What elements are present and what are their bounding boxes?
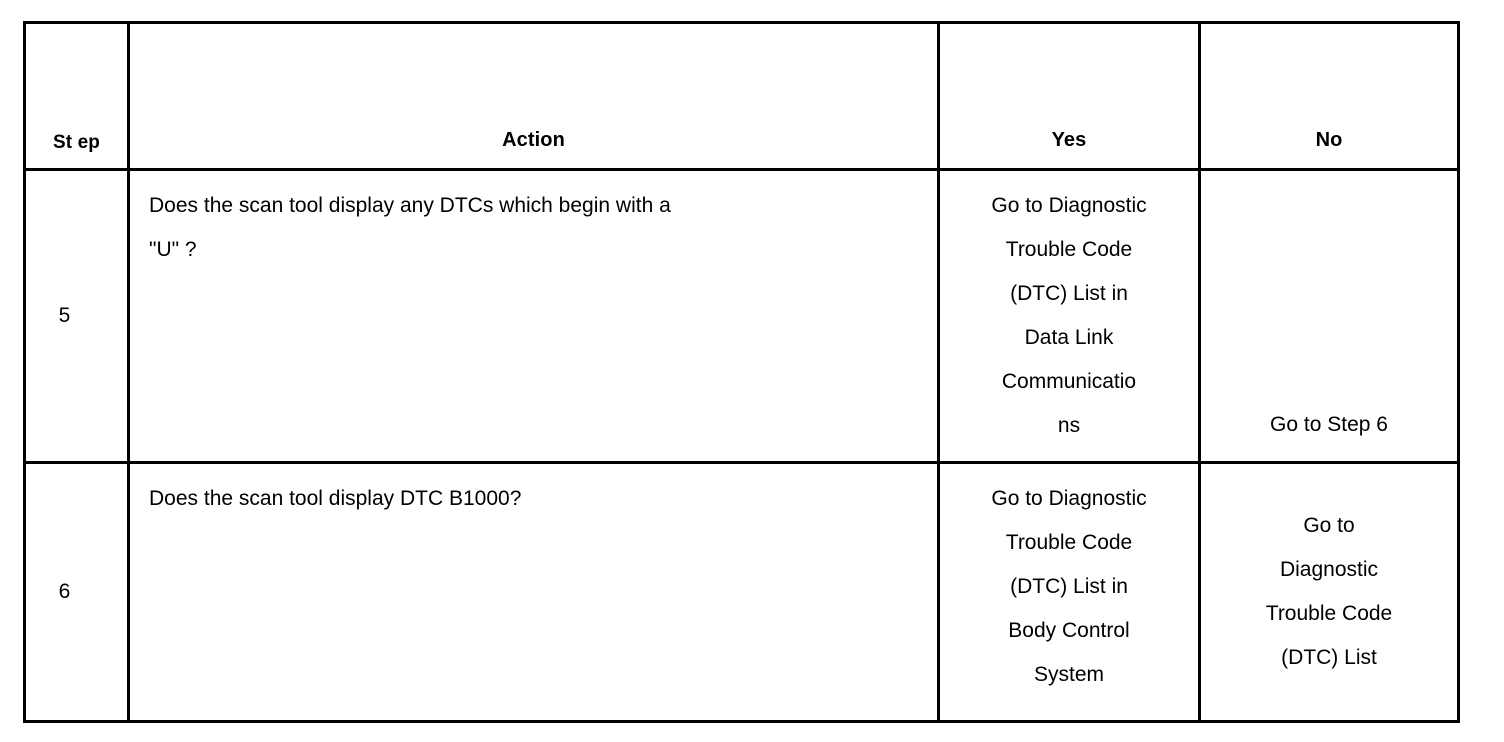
column-header-action: Action — [502, 129, 565, 151]
diagnostic-step-table: St ep Action Yes No — [23, 21, 1460, 723]
yes-result-text: Go to Diagnostic Trouble Code (DTC) List… — [991, 194, 1147, 437]
cell-action: Does the scan tool display DTC B1000? — [127, 461, 940, 723]
yes-result-text: Go to Diagnostic Trouble Code (DTC) List… — [991, 487, 1147, 686]
yes-result-box: Go to Diagnostic Trouble Code (DTC) List… — [940, 171, 1198, 461]
cell-step-number: 5 — [23, 168, 130, 464]
no-result-text: Go to Diagnostic Trouble Code (DTC) List — [1265, 514, 1393, 669]
column-header-no: No — [1315, 129, 1343, 151]
header-action-box: Action — [130, 24, 937, 168]
header-step-box: St ep — [26, 24, 127, 168]
table-row: 6 Does the scan tool display DTC B1000? … — [23, 461, 1460, 723]
table-row: 5 Does the scan tool display any DTCs wh… — [23, 168, 1460, 464]
no-result-box: Go to Step 6 — [1201, 171, 1457, 461]
cell-yes-result: Go to Diagnostic Trouble Code (DTC) List… — [937, 168, 1201, 464]
step-number-value: 5 — [58, 304, 71, 327]
column-header-yes: Yes — [1051, 129, 1087, 151]
action-box: Does the scan tool display DTC B1000? — [130, 464, 937, 720]
action-text: Does the scan tool display DTC B1000? — [149, 487, 522, 510]
action-text: Does the scan tool display any DTCs whic… — [149, 194, 671, 261]
no-result-text: Go to Step 6 — [1270, 413, 1388, 436]
header-yes-box: Yes — [940, 24, 1198, 168]
cell-yes-result: Go to Diagnostic Trouble Code (DTC) List… — [937, 461, 1201, 723]
header-cell-step: St ep — [23, 21, 130, 171]
header-no-box: No — [1201, 24, 1457, 168]
table-header-row: St ep Action Yes No — [23, 21, 1460, 171]
step-number-box: 6 — [26, 464, 127, 720]
cell-step-number: 6 — [23, 461, 130, 723]
step-number-box: 5 — [26, 171, 127, 461]
cell-no-result: Go to Diagnostic Trouble Code (DTC) List — [1198, 461, 1460, 723]
header-cell-yes: Yes — [937, 21, 1201, 171]
step-number-value: 6 — [58, 580, 71, 603]
header-cell-action: Action — [127, 21, 940, 171]
cell-no-result: Go to Step 6 — [1198, 168, 1460, 464]
cell-action: Does the scan tool display any DTCs whic… — [127, 168, 940, 464]
column-header-step: St ep — [53, 132, 100, 153]
header-cell-no: No — [1198, 21, 1460, 171]
no-result-box: Go to Diagnostic Trouble Code (DTC) List — [1201, 464, 1457, 720]
yes-result-box: Go to Diagnostic Trouble Code (DTC) List… — [940, 464, 1198, 720]
action-box: Does the scan tool display any DTCs whic… — [130, 171, 937, 461]
